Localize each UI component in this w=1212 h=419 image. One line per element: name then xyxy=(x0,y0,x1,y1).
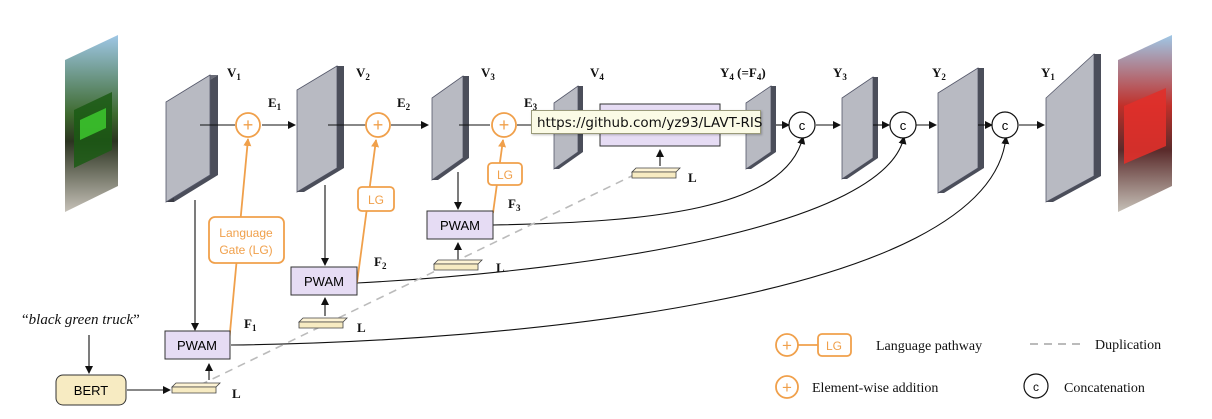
plane-y3 xyxy=(841,76,878,180)
legend-concatenation: c Concatenation xyxy=(1023,373,1145,399)
plane-v3 xyxy=(431,75,469,181)
language-gate-box: Language Gate (LG) xyxy=(208,216,285,264)
svg-text:PWAM: PWAM xyxy=(304,274,344,289)
svg-text:c: c xyxy=(900,118,907,133)
svg-text:BERT: BERT xyxy=(74,383,108,398)
pwam-box-2: PWAM xyxy=(290,266,358,296)
svg-text:c: c xyxy=(1002,118,1009,133)
legend-duplication: Duplication xyxy=(1030,338,1161,353)
l-vector-1 xyxy=(171,382,221,394)
plane-y2 xyxy=(937,67,984,194)
label-y3: Y3 xyxy=(833,65,847,82)
label-e3: E3 xyxy=(524,95,538,112)
label-l3: L xyxy=(496,260,505,275)
pwam-box-1: PWAM xyxy=(164,330,231,360)
label-y4: Y4 (=F4) xyxy=(720,65,766,82)
label-f1: F1 xyxy=(244,316,257,333)
label-y1: Y1 xyxy=(1041,65,1055,82)
addition-node-e1: + xyxy=(235,112,261,138)
lg-box-3: LG xyxy=(487,162,523,186)
duplication-line xyxy=(199,171,641,386)
svg-text:c: c xyxy=(1033,380,1039,394)
svg-text:Language pathway: Language pathway xyxy=(876,339,982,354)
svg-text:LG: LG xyxy=(826,339,842,353)
svg-text:Language: Language xyxy=(219,226,273,240)
up-arrows xyxy=(127,149,664,394)
svg-text:+: + xyxy=(243,115,254,135)
l-vector-4 xyxy=(631,167,681,179)
label-l4: L xyxy=(688,170,697,185)
pwam-box-3: PWAM xyxy=(426,210,494,240)
svg-text:c: c xyxy=(799,118,806,133)
concat-node-3: c xyxy=(991,111,1019,139)
label-l2: L xyxy=(357,320,366,335)
concat-node-2: c xyxy=(889,111,917,139)
svg-text:Element-wise addition: Element-wise addition xyxy=(812,381,938,396)
label-v1: V1 xyxy=(227,65,241,82)
svg-text:LG: LG xyxy=(368,193,384,207)
l-vector-2 xyxy=(298,317,348,329)
bert-box: BERT xyxy=(55,374,127,406)
label-v3: V3 xyxy=(481,65,495,82)
addition-node-e2: + xyxy=(365,112,391,138)
svg-text:PWAM: PWAM xyxy=(440,218,480,233)
svg-text:+: + xyxy=(373,115,384,135)
lg-box-2: LG xyxy=(357,186,395,212)
plane-y1 xyxy=(1045,53,1101,203)
legend-language-pathway: + LG Language pathway xyxy=(775,333,982,357)
skip-curves xyxy=(230,136,1010,346)
concat-node-1: c xyxy=(788,111,816,139)
svg-text:+: + xyxy=(782,336,792,355)
svg-text:Duplication: Duplication xyxy=(1095,338,1161,353)
svg-text:+: + xyxy=(499,115,510,135)
l-vector-3 xyxy=(433,259,483,271)
label-e2: E2 xyxy=(397,95,411,112)
addition-node-e3: + xyxy=(491,112,517,138)
plane-v2 xyxy=(296,65,344,193)
svg-text:LG: LG xyxy=(497,168,513,182)
plane-v1 xyxy=(165,74,218,203)
svg-text:PWAM: PWAM xyxy=(177,338,217,353)
label-y2: Y2 xyxy=(932,65,946,82)
svg-text:Gate (LG): Gate (LG) xyxy=(219,243,272,257)
svg-text:+: + xyxy=(782,378,792,397)
legend-element-wise-addition: + Element-wise addition xyxy=(775,375,938,399)
label-l1: L xyxy=(232,386,241,401)
label-f2: F2 xyxy=(374,254,387,271)
legend: + LG Language pathway Duplication + Elem… xyxy=(775,333,1161,399)
input-image xyxy=(65,35,118,212)
label-f3: F3 xyxy=(508,196,521,213)
label-e1: E1 xyxy=(268,95,282,112)
label-v2: V2 xyxy=(356,65,370,82)
url-tooltip: https://github.com/yz93/LAVT-RIS xyxy=(531,110,762,134)
output-image xyxy=(1118,35,1172,212)
input-sentence: “black green truck” xyxy=(22,312,140,328)
down-arrows xyxy=(85,172,462,374)
svg-text:Concatenation: Concatenation xyxy=(1064,381,1145,396)
label-v4: V4 xyxy=(590,65,604,82)
